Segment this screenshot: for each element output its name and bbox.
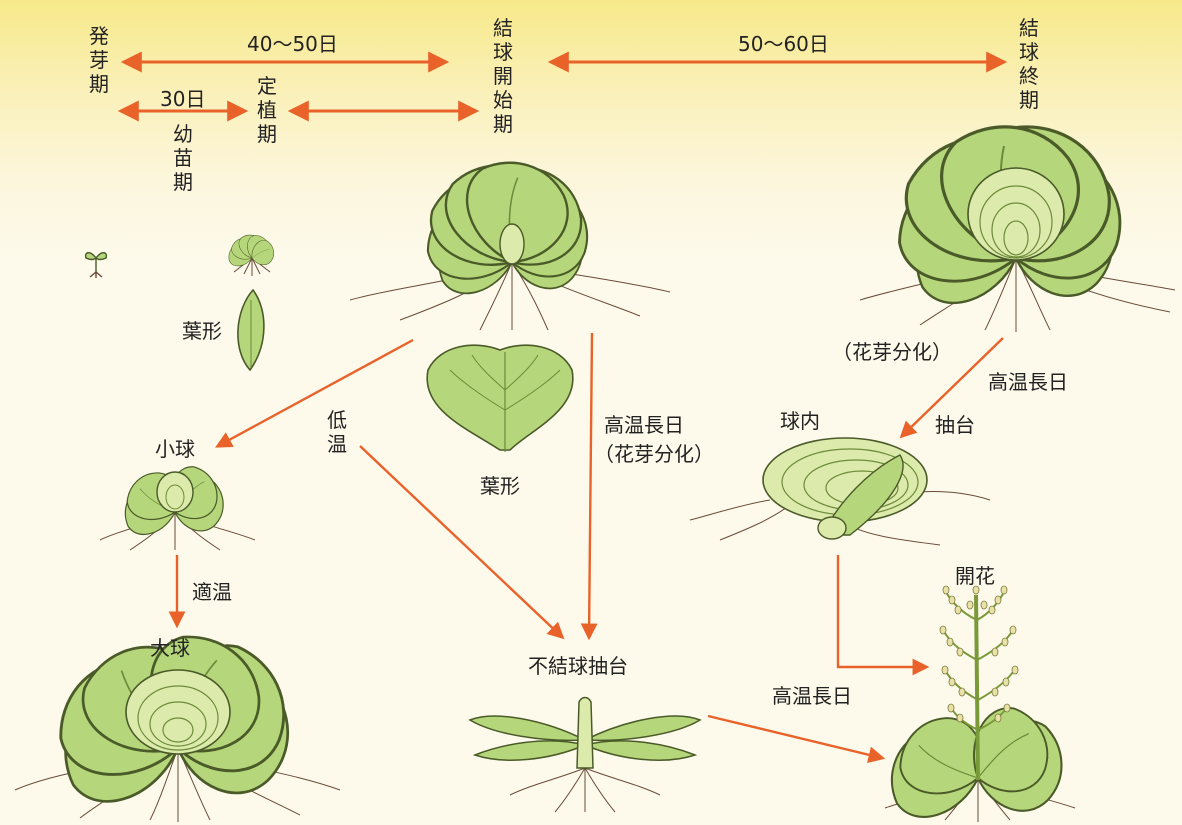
heading-start-plant-icon — [350, 153, 670, 330]
heading-end-plant-icon — [860, 107, 1175, 332]
leaf-shape-label-2: 葉形 — [480, 475, 520, 497]
sprout-icon — [86, 253, 107, 278]
young-seedling-icon — [226, 232, 277, 276]
large-head-label: 大球 — [150, 637, 190, 659]
flow-arrows — [177, 333, 1003, 758]
stage-seedling-label: 幼苗期 — [172, 122, 194, 194]
low-temp-label: 低温 — [326, 408, 348, 456]
non-heading-bolting-plant-icon — [470, 698, 700, 813]
timeline-arrows — [122, 62, 1003, 111]
stage-heading-end-label: 結球終期 — [1018, 16, 1040, 112]
inside-head-icon — [690, 438, 990, 545]
small-head-label: 小球 — [155, 438, 195, 460]
leaf-shape-label-1: 葉形 — [182, 320, 222, 342]
stage-planting-label: 定植期 — [256, 74, 278, 146]
flowering-plant-icon — [885, 586, 1075, 825]
bolting-label: 抽台 — [935, 414, 975, 436]
flower-bud-label-1: （花芽分化） — [594, 443, 714, 465]
leaf-shape-icon — [427, 345, 573, 452]
high-temp-long-day-label-3: 高温長日 — [772, 685, 852, 707]
stage-germination-label: 発芽期 — [88, 24, 110, 96]
non-heading-bolting-label: 不結球抽台 — [528, 655, 628, 677]
seedling-leaf-shape-icon — [238, 290, 264, 370]
flower-bud-label-2: （花芽分化） — [832, 341, 952, 363]
inside-head-label: 球内 — [780, 410, 820, 432]
duration-head-start-to-end-label: 50～60日 — [738, 33, 829, 55]
duration-germ-to-plant-label: 30日 — [160, 88, 205, 110]
stage-heading-start-label: 結球開始期 — [492, 16, 514, 136]
small-head-plant-icon — [100, 459, 255, 550]
flowering-label: 開花 — [955, 565, 995, 587]
optimal-temp-label: 適温 — [192, 581, 232, 603]
duration-germ-to-head-label: 40～50日 — [247, 33, 338, 55]
high-temp-long-day-label-1: 高温長日 — [604, 414, 684, 436]
high-temp-long-day-label-2: 高温長日 — [988, 371, 1068, 393]
